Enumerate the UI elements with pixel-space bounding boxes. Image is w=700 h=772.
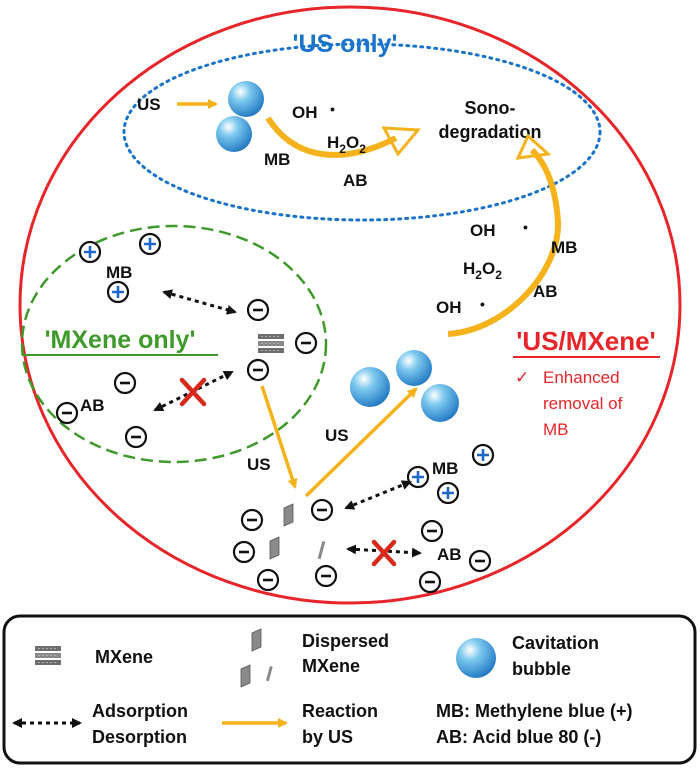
dispersed-surface-minus-2 [310,498,334,522]
mxene-only-surface-minus-2 [294,331,318,355]
legend-box [2,614,697,765]
legend-reaction-line1: Reaction [302,701,378,721]
dispersed-surface-minus-3 [232,540,256,564]
legend-reaction-line2: by US [302,727,353,747]
us-mxene-mb-ion-plus-1 [406,465,430,489]
legend-adsorption-line1: Adsorption [92,701,188,721]
dispersed-to-bubble-arrow [304,387,418,498]
us-mxene-mb-ion-plus-3 [436,481,460,505]
us-mxene-radical-dot-2: • [480,296,485,312]
us-mxene-bubble-2 [396,350,432,386]
us-mxene-reaction-arrowhead [515,133,552,160]
sono-label-line1: Sono- [465,98,516,118]
us-mxene-ab-label: AB [533,282,558,301]
mxene-only-surface-minus-1 [246,298,270,322]
mxene-only-mxene-flake [257,333,285,354]
dispersed-flake-1 [283,503,294,527]
us-only-oh-label: OH [292,103,318,122]
mxene-only-ab-ion-minus-2 [55,401,79,425]
mxene-only-mb-ion-plus-2 [138,232,162,256]
us-mxene-ab-ion-minus-3 [418,570,442,594]
us-mxene-us-label-right: US [325,426,349,445]
mxene-only-title: 'MXene only' [45,326,196,354]
us-mxene-adsorption-arrow [344,480,412,510]
us-mxene-ab-ion-label: AB [437,545,462,564]
us-only-reaction-arrowhead [381,126,422,157]
us-only-mb-label: MB [264,150,290,169]
check-mark-icon: ✓ [515,368,529,387]
legend-adsorption-line2: Desorption [92,727,187,747]
mxene-only-ab-label: AB [80,396,105,415]
us-mxene-cross-icon [371,539,397,567]
mxene-only-ab-ion-minus-3 [124,425,148,449]
legend-dispersed-mxene-icon [240,628,273,688]
us-mxene-ab-ion-minus-1 [420,519,444,543]
us-only-us-label: US [137,95,161,114]
us-mxene-h2o2-label: H2O2 [463,259,502,282]
dispersed-surface-minus-1 [240,508,264,532]
dispersed-surface-minus-4 [256,568,280,592]
note-line-2: removal of [543,394,623,413]
mxene-only-mb-ion-plus-3 [106,280,130,304]
us-only-radical-dot: • [330,101,335,117]
note-line-1: Enhanced [543,368,620,387]
us-mxene-bubble-3 [421,384,459,422]
mxene-to-dispersed-arrow [260,385,298,489]
legend-mb-definition: MB: Methylene blue (+) [436,701,633,721]
us-mxene-mb-label: MB [551,238,577,257]
dispersed-flake-2 [269,536,280,560]
mxene-only-ab-ion-minus-1 [113,371,137,395]
mxene-only-mb-label: MB [106,263,132,282]
legend-dispersed-line2: MXene [302,656,360,676]
us-only-title: 'US only' [293,30,398,58]
us-mxene-bubble-1 [350,367,390,407]
mxene-only-adsorption-arrow [162,289,237,315]
legend-dispersed-line1: Dispersed [302,631,389,651]
legend-cavitation-line2: bubble [512,659,571,679]
us-mxene-title: 'US/MXene' [516,326,656,356]
us-mxene-reaction-arrow [447,147,562,337]
us-only-bubble-2 [216,116,252,152]
legend-cavitation-line1: Cavitation [512,633,599,653]
legend-cavitation-bubble-icon [456,638,496,678]
dispersed-flake-3 [317,541,326,560]
us-only-region [122,42,602,222]
mxene-only-cross-icon [179,377,207,407]
us-mxene-ab-ion-minus-2 [468,549,492,573]
outer-system-circle [18,5,682,605]
mxene-only-surface-minus-3 [246,358,270,382]
us-only-h2o2-label: H2O2 [327,133,366,156]
legend-mxene-label: MXene [95,647,153,667]
us-only-ab-label: AB [343,171,368,190]
us-only-reaction-arrow [265,116,398,158]
sono-label-line2: degradation [438,122,541,142]
mxene-only-mb-ion-plus-1 [78,240,102,264]
dispersed-surface-minus-5 [314,564,338,588]
us-mxene-oh-label-1: OH [470,221,496,240]
us-mxene-mb-ion-label: MB [432,459,458,478]
us-only-bubble-1 [228,81,264,117]
us-mxene-mb-ion-plus-2 [471,443,495,467]
mxene-only-region [20,224,328,464]
us-mxene-us-label-left: US [247,455,271,474]
us-mxene-oh-label-2: OH [436,298,462,317]
note-line-3: MB [543,420,569,439]
legend-mxene-icon [34,645,62,666]
us-mxene-radical-dot-1: • [523,219,528,235]
legend-ab-definition: AB: Acid blue 80 (-) [436,727,601,747]
